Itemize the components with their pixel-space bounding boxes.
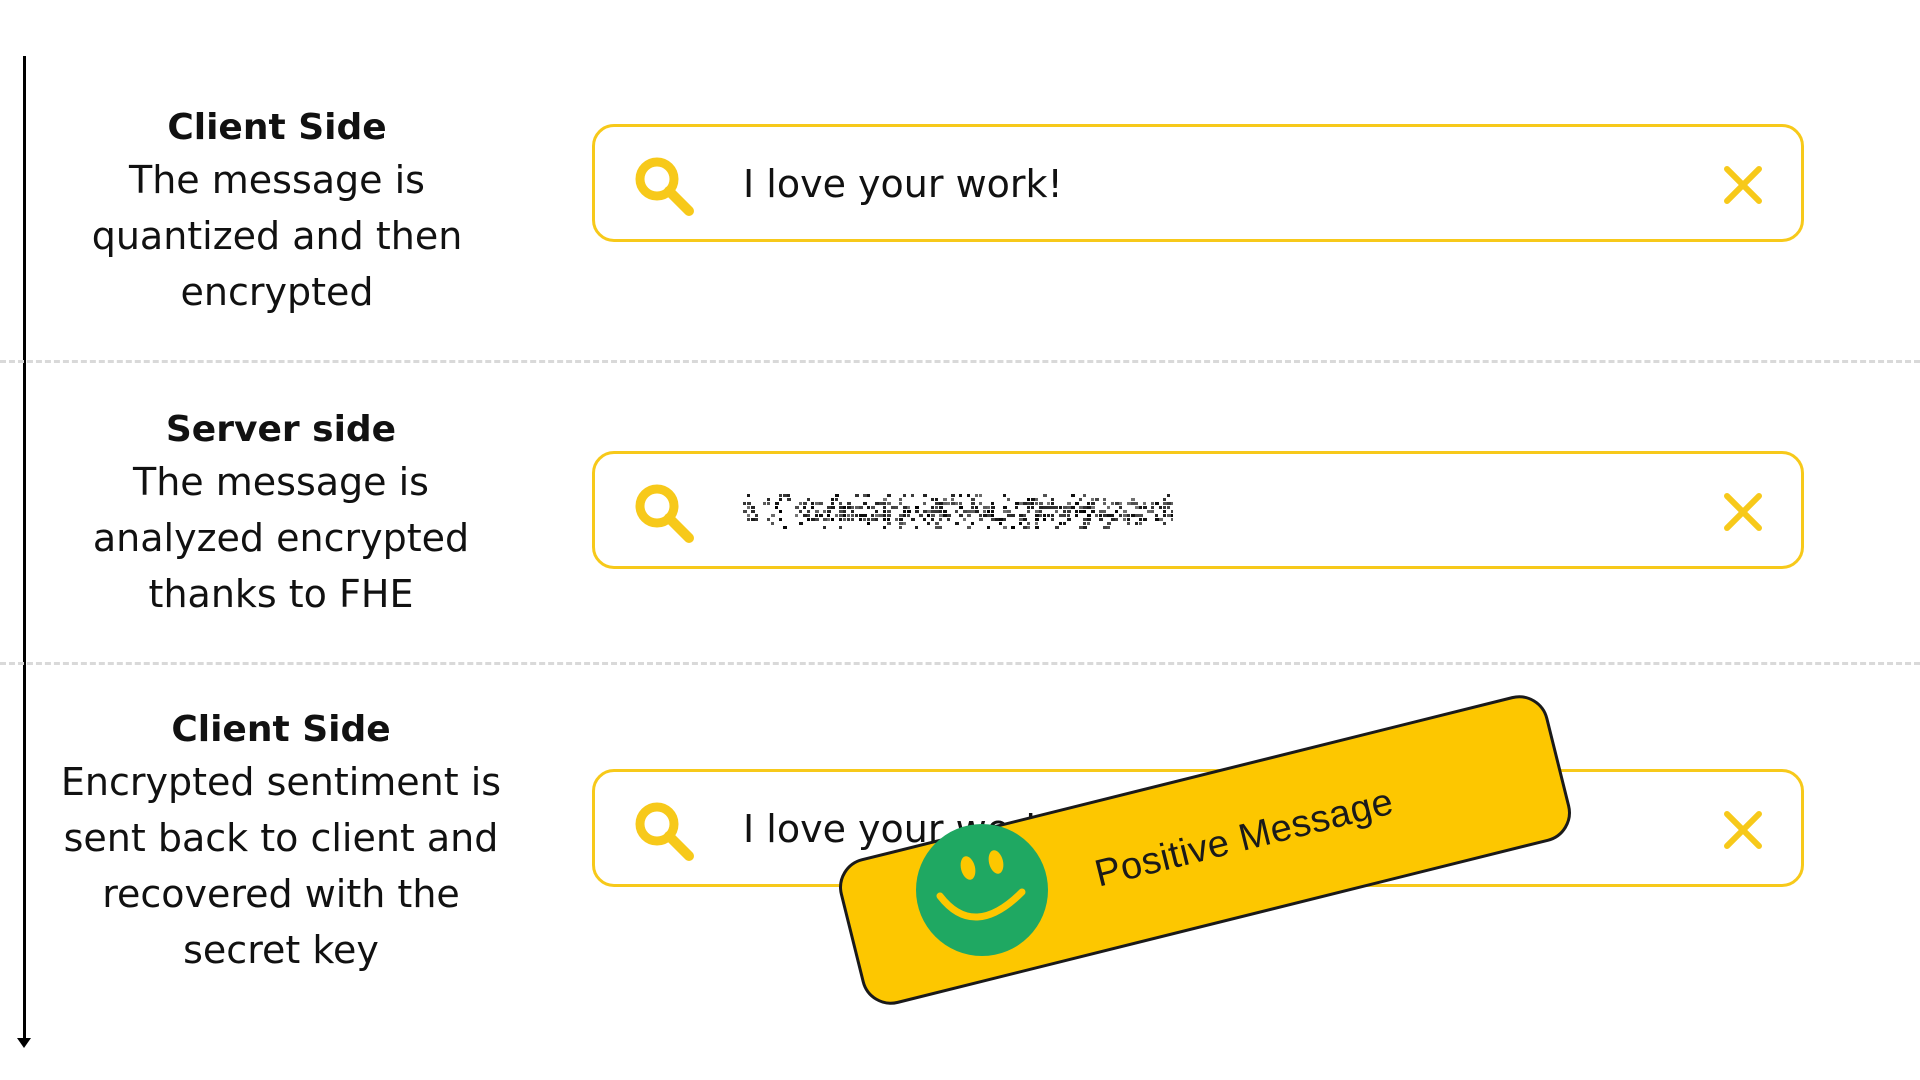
step-description-line: Encrypted sentiment is — [60, 760, 502, 804]
down-arrow-icon — [17, 1038, 31, 1048]
step-description-line: analyzed encrypted — [92, 516, 470, 560]
message-input-encrypted[interactable] — [592, 451, 1804, 569]
step-description-line: recovered with the — [102, 872, 460, 916]
encrypted-text-noise — [743, 494, 1173, 529]
step-description-line: The message is — [133, 460, 429, 504]
step-description-line: secret key — [183, 928, 379, 972]
search-icon — [635, 484, 694, 543]
sentiment-label: Positive Message — [1090, 780, 1398, 896]
timeline-line — [23, 56, 26, 1044]
step-description-line: quantized and then — [91, 214, 463, 258]
section-divider — [0, 360, 1920, 363]
step-description-line: sent back to client and — [63, 816, 499, 860]
section-divider — [0, 662, 1920, 665]
step-description-line: thanks to FHE — [148, 572, 414, 616]
step-title: Client Side — [171, 709, 391, 750]
step-title: Server side — [165, 409, 397, 450]
step-description-line: The message is — [129, 158, 425, 202]
smiley-face-icon — [916, 824, 1048, 956]
close-icon[interactable] — [1723, 165, 1763, 205]
search-icon — [635, 157, 694, 216]
step-2-text: Server side The message is analyzed encr… — [46, 406, 516, 622]
step-1-text: Client Side The message is quantized and… — [42, 104, 512, 320]
step-title: Client Side — [167, 107, 387, 148]
message-input-plain[interactable]: I love your work! — [592, 124, 1804, 242]
step-3-text: Client Side Encrypted sentiment is sent … — [46, 706, 516, 978]
close-icon[interactable] — [1723, 810, 1763, 850]
input-value: I love your work! — [743, 162, 1063, 206]
step-description-line: encrypted — [180, 270, 374, 314]
search-icon — [635, 802, 694, 861]
close-icon[interactable] — [1723, 492, 1763, 532]
